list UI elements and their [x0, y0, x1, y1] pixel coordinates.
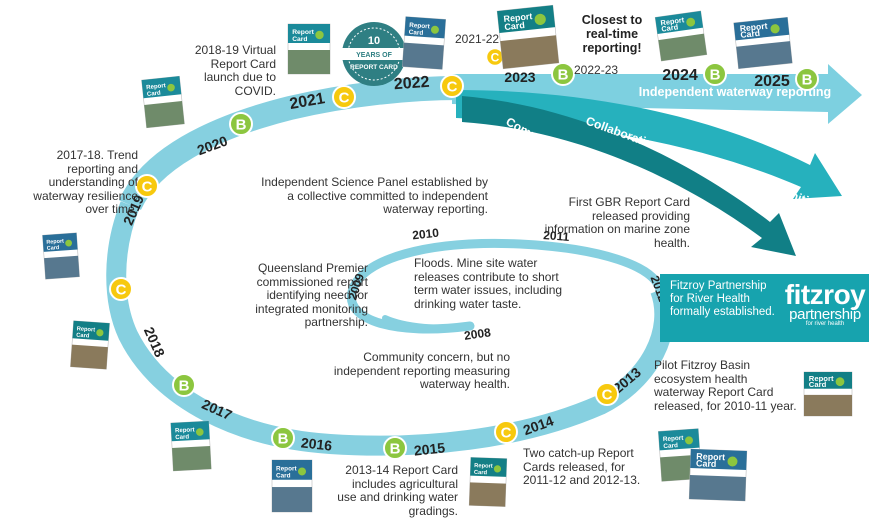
year-label-2022: 2022 [393, 74, 430, 93]
report-card-cover-4: ReportCard [171, 421, 211, 471]
note-2012: Fitzroy Partnership for River Health for… [670, 280, 782, 319]
cover-subtitle: Card [740, 28, 761, 40]
grade-letter-2023: B [558, 67, 569, 84]
year-label-2024: 2024 [662, 67, 698, 84]
note-2011: First GBR Report Card released providing… [530, 196, 690, 250]
grade-letter-2017: B [179, 378, 190, 395]
fitzroy-logo: fitzroy partnership for river health [784, 282, 866, 328]
note-real-time: Closest to real-time reporting! [574, 13, 650, 55]
cover-subtitle: Card [504, 20, 525, 32]
grade-letter: C [491, 51, 500, 65]
logo-line-1: fitzroy [784, 282, 866, 308]
year-label-2010: 2010 [412, 226, 440, 243]
cover-title: Report [276, 465, 297, 472]
grade-letter-2020: B [236, 117, 247, 134]
badge-text: YEARS OF [356, 52, 393, 59]
cover-subtitle: Card [76, 333, 90, 340]
note-2014: Two catch-up Report Cards released, for … [523, 447, 647, 488]
note-2009: Queensland Premier commissioned report i… [212, 262, 368, 330]
grade-letter-2024: B [710, 67, 721, 84]
logo-line-2: partnership [784, 308, 866, 321]
cover-subtitle: Card [147, 90, 162, 98]
note-2022-23: 2022-23 [574, 64, 634, 78]
note-2010: Independent Science Panel established by… [260, 176, 488, 217]
year-label-2025: 2025 [754, 73, 790, 90]
grade-letter-2018: C [116, 282, 127, 299]
badge-number: 10 [368, 35, 380, 47]
note-2021-22: 2021-22 [455, 33, 505, 47]
cover-subtitle: Card [663, 442, 678, 450]
cover-title: Report [474, 463, 493, 470]
note-2008: Community concern, but no independent re… [325, 351, 510, 392]
grade-letter-2015: B [390, 441, 401, 458]
grade-letter-2022: C [447, 79, 458, 96]
cover-subtitle: Card [696, 458, 717, 469]
note-2015: 2013-14 Report Card includes agricultura… [330, 464, 458, 518]
year-label-2008: 2008 [463, 325, 492, 343]
cover-subtitle: Card [175, 433, 189, 441]
badge-subtext: REPORT CARD [350, 64, 398, 71]
cover-subtitle: Card [474, 470, 488, 476]
cover-subtitle: Card [809, 380, 827, 389]
grade-letter-2021: C [339, 90, 350, 107]
year-label-2023: 2023 [504, 69, 535, 85]
cover-subtitle: Card [292, 36, 307, 43]
grade-badge-2021-22: C [487, 49, 504, 66]
grade-letter-2014: C [501, 425, 512, 442]
grade-letter-2019: C [142, 179, 153, 196]
report-card-cover-14: ReportCard [734, 17, 793, 68]
year-label-2015: 2015 [413, 439, 446, 458]
note-2018-19: 2018-19 Virtual Report Card launch due t… [186, 44, 276, 98]
note-2017-18: 2017-18. Trend reporting and understandi… [30, 149, 138, 217]
cover-subtitle: Card [47, 245, 60, 252]
cover-title: Report [292, 29, 314, 36]
cover-subtitle: Card [276, 473, 291, 480]
fitzroy-partnership-box: Fitzroy Partnership for River Health for… [660, 274, 869, 342]
note-2013: Pilot Fitzroy Basin ecosystem health wat… [654, 359, 800, 413]
cover-subtitle: Card [408, 29, 423, 37]
year-label-2016: 2016 [300, 434, 333, 453]
grade-letter-2013: C [602, 387, 613, 404]
grade-letter-2025: B [802, 72, 813, 89]
note-floods: Floods. Mine site water releases contrib… [414, 257, 564, 311]
grade-letter-2016: B [278, 431, 289, 448]
